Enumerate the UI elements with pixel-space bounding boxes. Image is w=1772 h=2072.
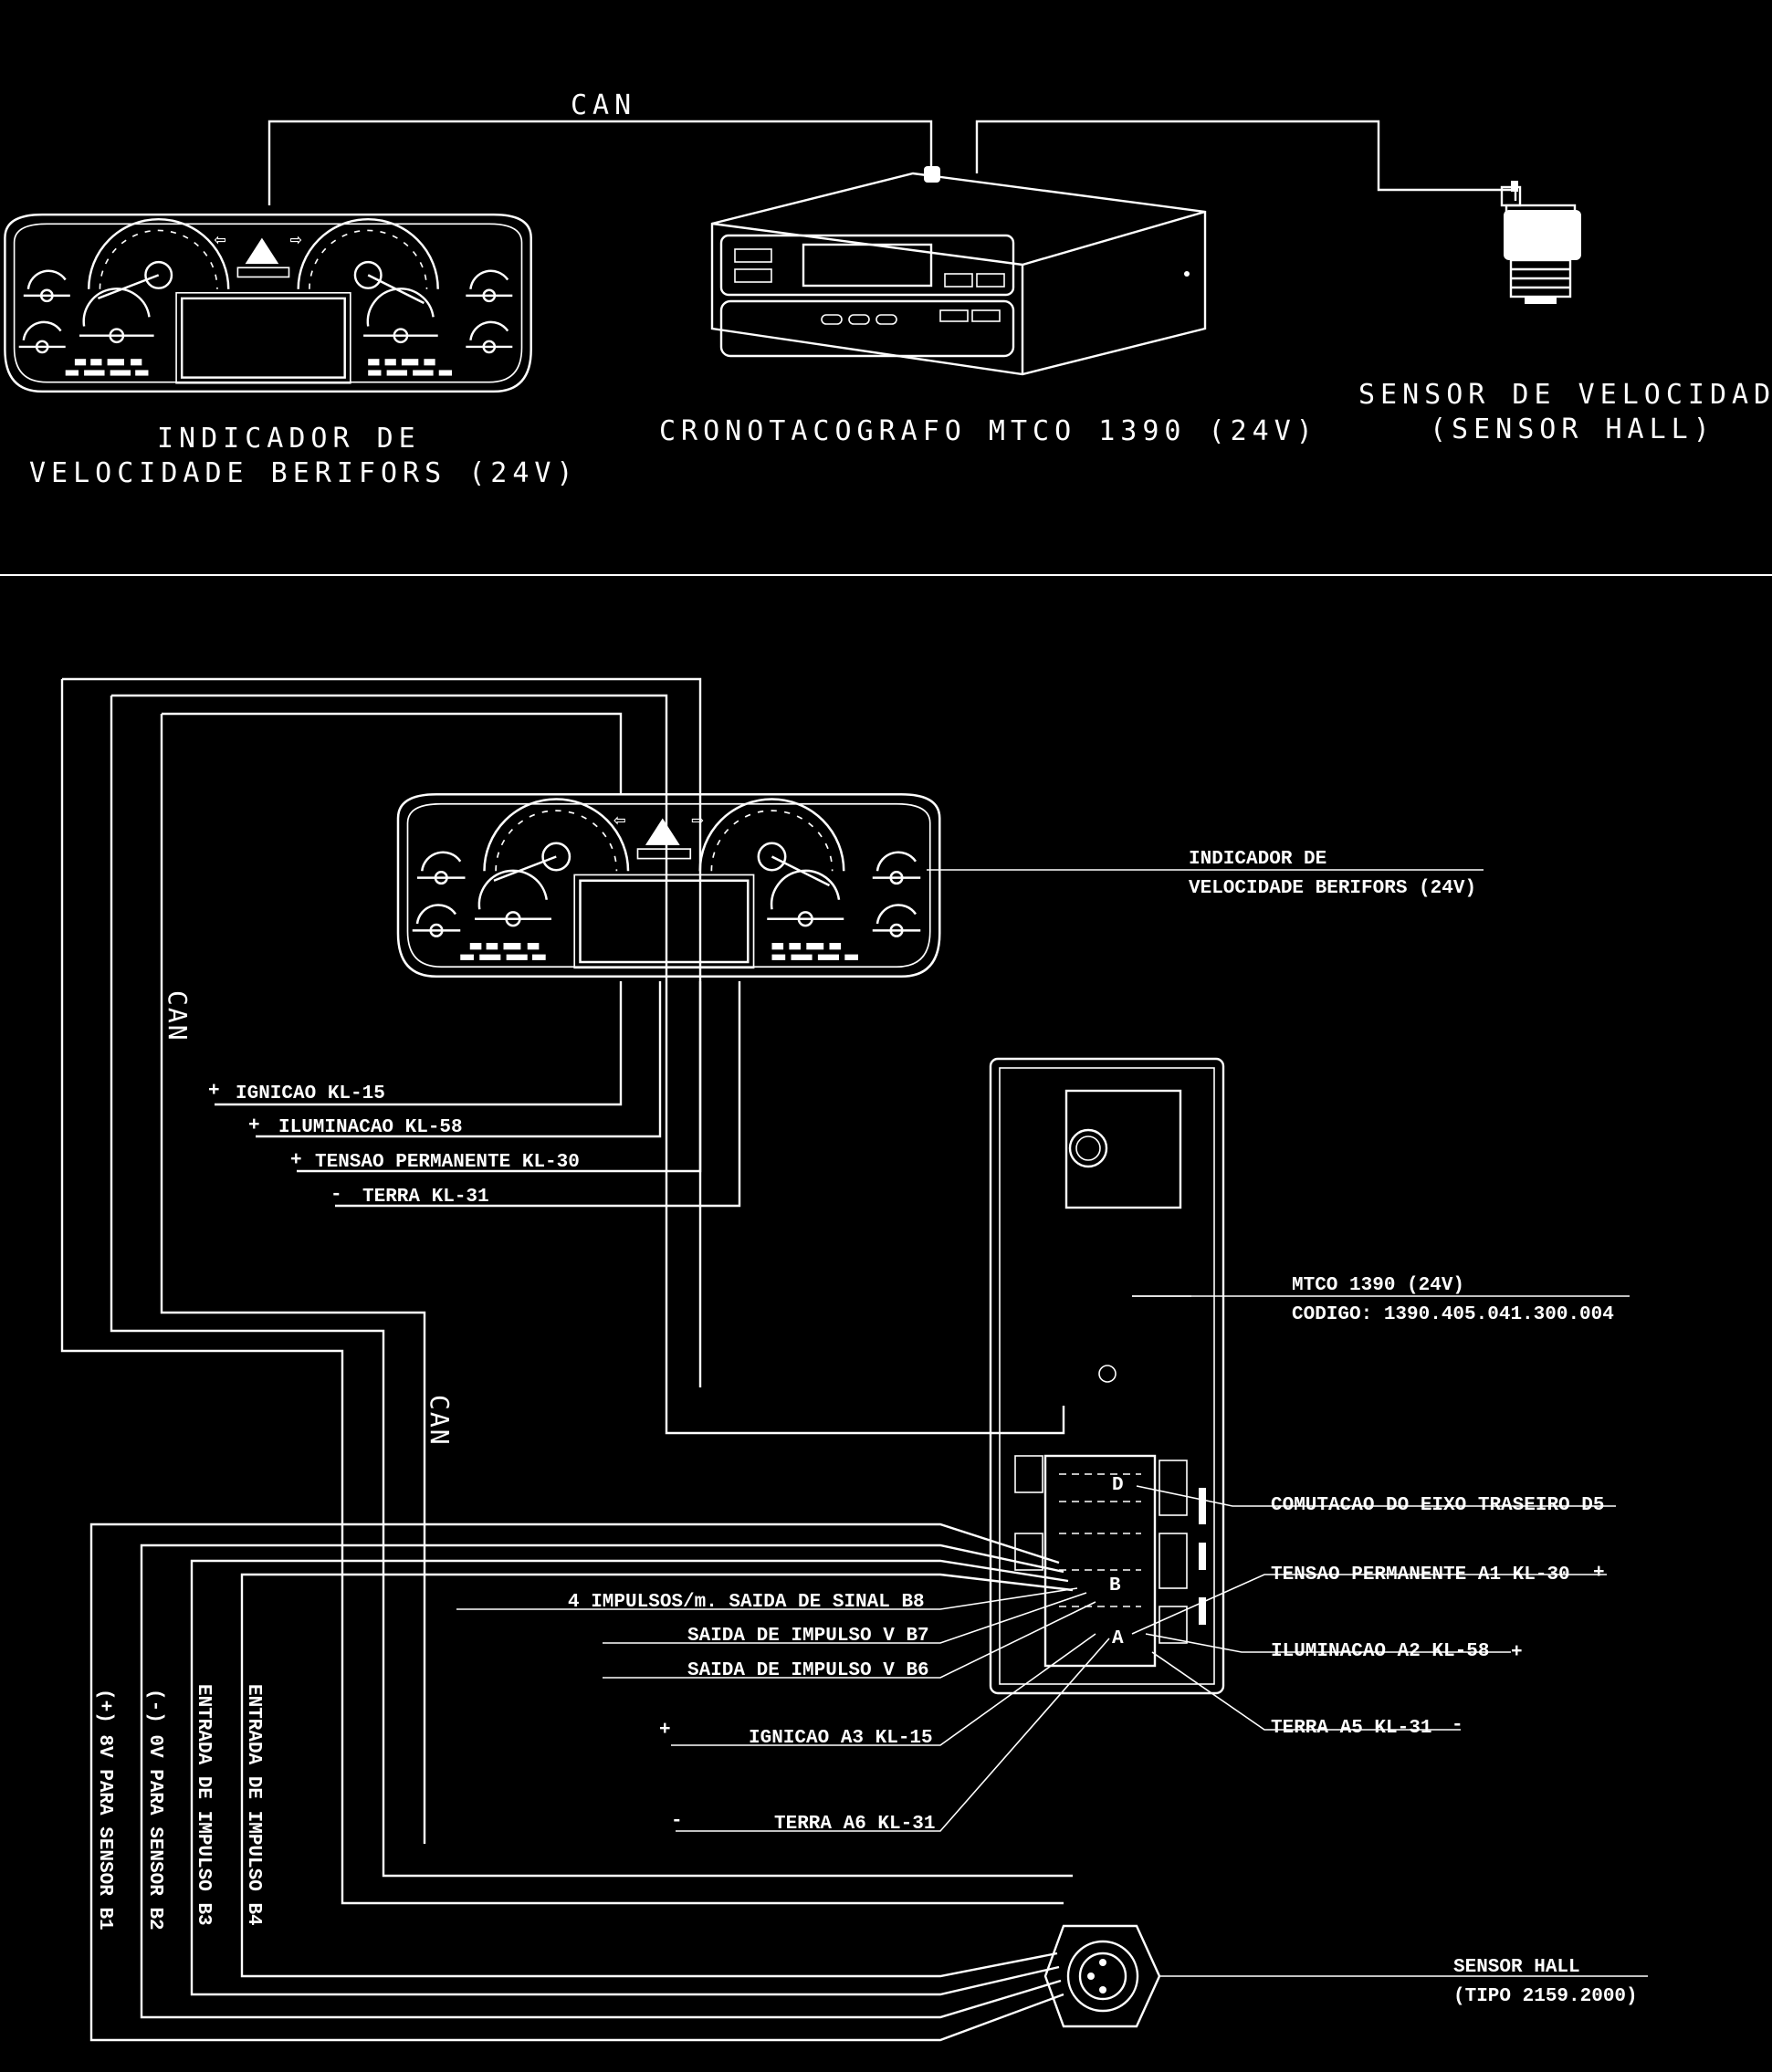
pin-a5: TERRA A5 KL-31 — [1271, 1718, 1431, 1739]
wire-b1: (+) 8V PARA SENSOR B1 — [94, 1689, 115, 1931]
power-minus: - — [330, 1185, 342, 1206]
pin-a6-minus: - — [671, 1811, 683, 1832]
sensor-line-top — [975, 120, 1517, 201]
connector-a: A — [1112, 1628, 1124, 1649]
instrument-cluster-top — [4, 213, 532, 393]
wire-b2: (-) 0V PARA SENSOR B2 — [144, 1689, 165, 1931]
tachograph-top — [710, 166, 1207, 376]
tachograph-bottom: D B A — [989, 1057, 1225, 1695]
pin-a2: ILUMINACAO A2 KL-58 — [1271, 1641, 1489, 1662]
power-plus-2: + — [248, 1115, 260, 1136]
sensor-label-top-1: SENSOR DE VELOCIDADE — [1358, 379, 1772, 411]
instrument-cluster-bottom — [396, 792, 941, 978]
pin-b8: 4 IMPULSOS/m. SAIDA DE SINAL B8 — [568, 1592, 925, 1613]
top-overview: CAN INDICADOR DE VELOCIDADE BERIFORS (24… — [4, 89, 1772, 489]
can-bus-line — [267, 120, 933, 205]
tacho-label-1: MTCO 1390 (24V) — [1292, 1275, 1464, 1296]
can-label-left: CAN — [163, 990, 193, 1042]
power-terra: TERRA KL-31 — [362, 1187, 489, 1208]
connector-d: D — [1112, 1475, 1124, 1496]
pin-a2-plus: + — [1511, 1642, 1523, 1663]
speed-sensor-top — [1500, 181, 1581, 304]
cluster-label-top-1: INDICADOR DE — [157, 423, 421, 455]
pin-b6: SAIDA DE IMPULSO V B6 — [687, 1660, 929, 1681]
hall-label-1: SENSOR HALL — [1453, 1957, 1580, 1978]
wire-b4: ENTRADA DE IMPULSO B4 — [243, 1684, 264, 1926]
power-ignicao: IGNICAO KL-15 — [236, 1083, 385, 1104]
hall-sensor-bottom — [1043, 1924, 1161, 2028]
pin-a1: TENSAO PERMANENTE A1 KL-30 — [1271, 1564, 1570, 1585]
cluster-label-top-2: VELOCIDADE BERIFORS (24V) — [29, 457, 579, 489]
pin-d5: COMUTACAO DO EIXO TRASEIRO D5 — [1271, 1495, 1604, 1516]
tacho-label-2: CODIGO: 1390.405.041.300.004 — [1292, 1304, 1614, 1325]
cluster-label-bottom-2: VELOCIDADE BERIFORS (24V) — [1189, 878, 1476, 899]
can-label-mid: CAN — [425, 1395, 455, 1447]
connector-b: B — [1109, 1575, 1121, 1596]
cluster-label-bottom-1: INDICADOR DE — [1189, 849, 1326, 870]
power-iluminacao: ILUMINACAO KL-58 — [278, 1117, 463, 1138]
pin-a3-plus: + — [659, 1720, 671, 1741]
pin-a1-plus: + — [1593, 1563, 1605, 1584]
bottom-wiring: CAN CAN INDICADOR DE VELOCIDADE BERIFORS… — [60, 677, 1648, 2042]
pin-b7: SAIDA DE IMPULSO V B7 — [687, 1626, 929, 1647]
pin-a3: IGNICAO A3 KL-15 — [749, 1728, 933, 1749]
hall-label-2: (TIPO 2159.2000) — [1453, 1986, 1638, 2007]
pin-a6: TERRA A6 KL-31 — [774, 1814, 935, 1835]
sensor-label-top-2: (SENSOR HALL) — [1430, 413, 1715, 445]
can-label-top: CAN — [571, 89, 636, 121]
power-plus-3: + — [290, 1150, 302, 1171]
pin-a5-minus: - — [1452, 1715, 1463, 1736]
power-plus-1: + — [208, 1081, 220, 1102]
wire-b3: ENTRADA DE IMPULSO B3 — [193, 1684, 214, 1926]
power-tensao: TENSAO PERMANENTE KL-30 — [315, 1152, 580, 1173]
tacho-label-top: CRONOTACOGRAFO MTCO 1390 (24V) — [659, 415, 1318, 447]
